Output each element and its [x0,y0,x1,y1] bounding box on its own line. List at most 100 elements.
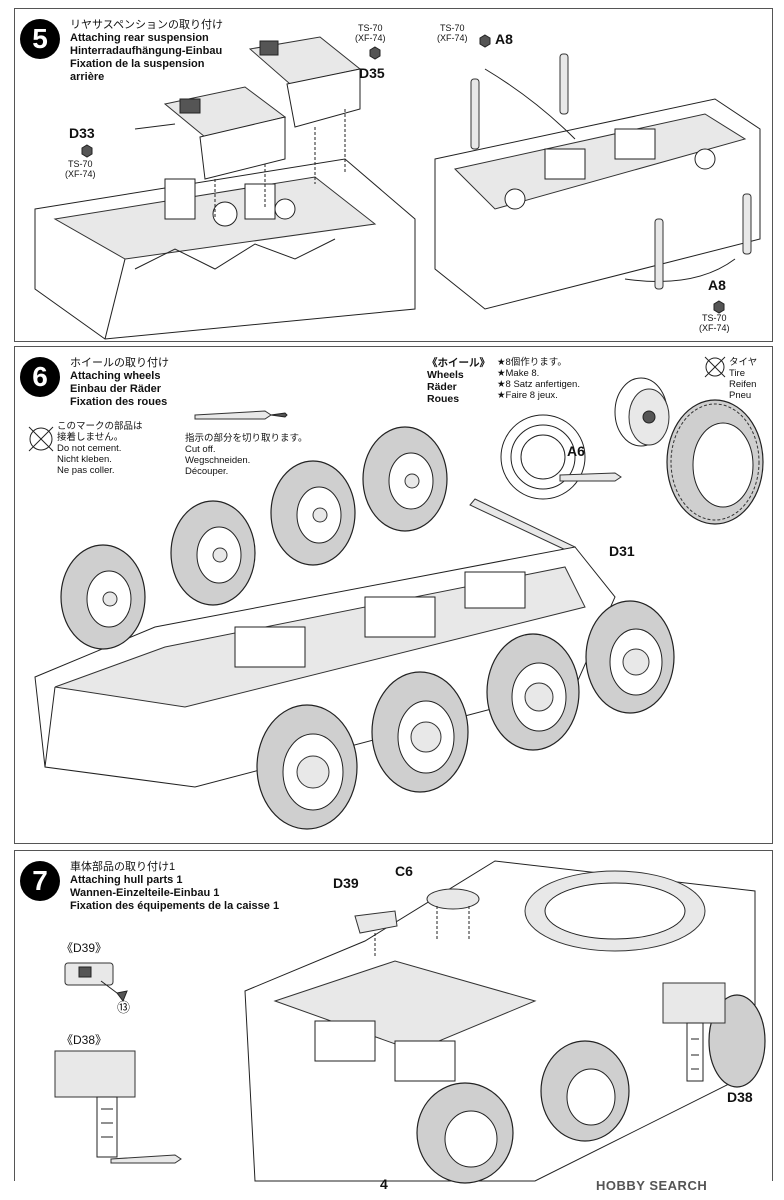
wheels-de: Räder [427,381,457,393]
paint-code-alt: (XF-74) [355,33,386,43]
note-fr: ★Faire 8 jeux. [497,390,558,401]
note-jp: 指示の部分を切り取ります。 [185,433,308,444]
title-jp: 車体部品の取り付け1 [70,861,176,873]
hull-wheels-drawing [416,994,766,1184]
paint-code: TS-70 [702,313,727,323]
paint-hex-icon [81,144,93,158]
hull-left-drawing [34,158,416,340]
part-d35-drawing [248,36,362,184]
wheels-row-near [256,600,675,830]
note-de: Reifen [729,379,757,390]
note-fr: Découper. [185,466,229,477]
title-fr: Fixation des roues [70,396,168,408]
part-c6-drawing [426,888,480,941]
wheels-jp: 《ホイール》 [427,357,490,369]
title-jp: リヤサスペンションの取り付け [70,19,224,31]
note-jp: タイヤ [729,357,758,368]
watermark: HOBBY SEARCH [596,1178,708,1193]
d38-detail-drawing [54,1050,182,1164]
wheels-row-far [60,426,448,650]
paint-code-alt: (XF-74) [437,33,468,43]
make-8-note: ★8個作ります。 ★Make 8. ★8 Satz anfertigen. ★F… [497,357,580,401]
note-fr: Pneu [729,390,752,401]
part-a8-shocks-drawing [470,53,752,290]
title-fr-2: arrière [70,71,105,83]
note-de: Wegschneiden. [185,455,251,466]
paint-code: TS-70 [68,159,93,169]
step-5-illustration [34,34,761,340]
title-fr: Fixation de la suspension [70,58,205,70]
paint-label: TS-70 (XF-74) [437,23,468,43]
wheel-detail-drawing [500,377,670,500]
title-de: Einbau der Räder [70,383,162,395]
step-7-illustration [54,860,766,1184]
paint-hex-icon [479,34,491,48]
tire-no-cement-icon [704,356,726,378]
paint-label: TS-70 (XF-74) [65,159,96,179]
note-de: Nicht kleben. [57,454,112,465]
step-6-illustration [28,356,764,830]
title-fr: Fixation des équipements de la caisse 1 [70,900,280,912]
part-label-d35: D35 [359,65,385,81]
note-en: ★Make 8. [497,368,540,379]
paint-hex-icon [713,300,725,314]
note-en: Do not cement. [57,443,122,454]
part-d33-drawing [134,86,287,219]
note-en: Tire [729,368,746,379]
tire-detail-drawing [666,399,764,525]
paint-code: TS-70 [358,23,383,33]
tire-note: タイヤ Tire Reifen Pneu [729,357,757,401]
title-de: Wannen-Einzelteile-Einbau 1 [70,887,220,899]
part-label-d31: D31 [609,543,635,559]
part-label-a6: A6 [567,443,585,459]
step-5-panel: 5 リヤサスペンションの取り付け Attaching rear suspensi… [14,8,773,342]
d38-subheading: 《D38》 [61,1033,108,1047]
paint-hex-icons [81,34,725,314]
title-en: Attaching rear suspension [70,32,209,44]
paint-label: TS-70 (XF-74) [355,23,386,43]
part-label-a8: A8 [708,277,726,293]
no-cement-icon [28,426,54,452]
note-jp-2: 接着しません。 [57,432,124,443]
hull-right-drawing [434,68,761,310]
hull-chassis-drawing [34,546,616,788]
paint-label: TS-70 (XF-74) [699,313,730,333]
step-title: リヤサスペンションの取り付け Attaching rear suspension… [70,19,223,84]
note-de: ★8 Satz anfertigen. [497,379,580,390]
title-en: Attaching wheels [70,370,161,382]
part-d39-drawing [354,910,398,957]
step-7-panel: 7 車体部品の取り付け1 Attaching hull parts 1 Wann… [14,850,773,1184]
wheels-heading: 《ホイール》 Wheels Räder Roues [427,357,490,405]
title-de: Hinterradaufhängung-Einbau [70,45,223,57]
part-d31-drawing [469,498,576,553]
title-en: Attaching hull parts 1 [70,874,183,886]
step-number-badge: 7 [20,861,60,901]
paint-code: TS-70 [440,23,465,33]
step-6-panel: 6 ホイールの取り付け Attaching wheels Einbau der … [14,346,773,844]
wheels-fr: Roues [427,393,460,405]
hobby-knife-icon [194,410,288,420]
part-number-13: ⑬ [117,1000,131,1015]
d39-subheading: 《D39》 [61,941,108,955]
step-number-badge: 6 [20,357,60,397]
no-cement-note: このマークの部品は 接着しません。 Do not cement. Nicht k… [57,421,143,476]
part-label-c6: C6 [395,863,413,879]
paint-code-alt: (XF-74) [65,169,96,179]
part-label-a8: A8 [495,31,513,47]
part-label-d33: D33 [69,125,95,141]
d39-detail-drawing [64,962,128,1003]
note-fr: Ne pas coller. [57,465,115,476]
note-jp: このマークの部品は [57,421,143,432]
part-label-d38: D38 [727,1089,753,1105]
note-jp: ★8個作ります。 [497,357,567,368]
title-jp: ホイールの取り付け [70,357,169,369]
step-title: ホイールの取り付け Attaching wheels Einbau der Rä… [70,357,169,409]
cut-off-note: 指示の部分を切り取ります。 Cut off. Wegschneiden. Déc… [185,433,308,477]
page-number: 4 [380,1176,388,1192]
wheels-en: Wheels [427,369,464,381]
part-label-d39: D39 [333,875,359,891]
step-number-badge: 5 [20,19,60,59]
part-d38-drawing [662,982,726,1082]
note-en: Cut off. [185,444,216,455]
paint-hex-icon [369,46,381,60]
